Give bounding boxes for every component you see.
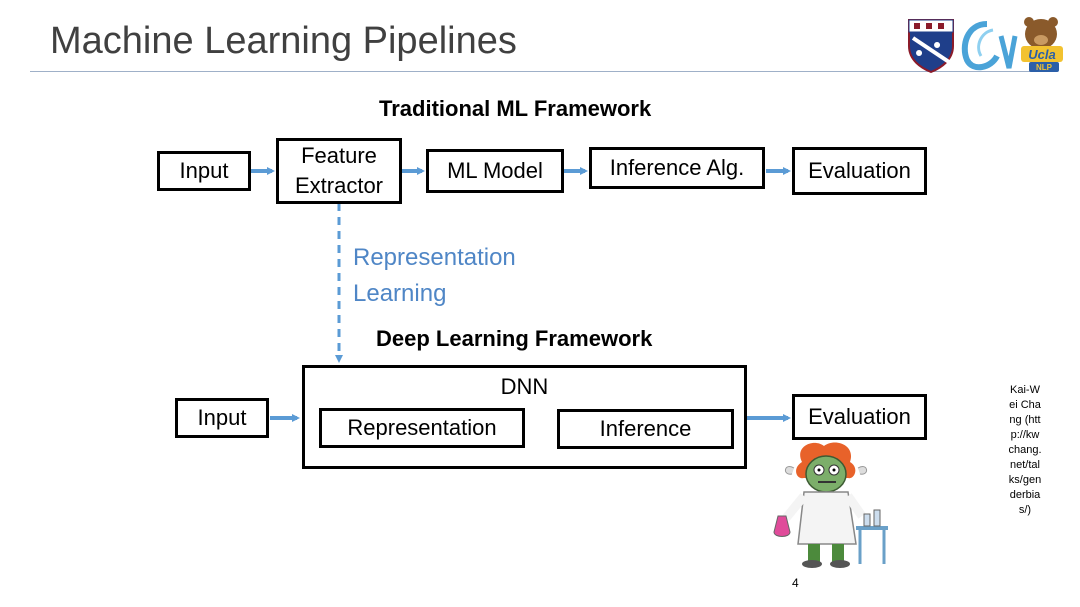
ml-model-box: ML Model: [426, 149, 564, 193]
deep-inference-box: Inference: [557, 409, 734, 449]
attribution-note: Kai-Wei Chang (http://kwchang.net/talks/…: [1008, 384, 1042, 516]
deep-input-box: Input: [175, 398, 269, 438]
feature-extractor-line1: Feature: [301, 143, 377, 169]
slide-title: Machine Learning Pipelines: [50, 20, 517, 62]
ml-model-label: ML Model: [447, 158, 543, 184]
dnn-label: DNN: [500, 374, 549, 399]
deep-evaluation-box: Evaluation: [792, 394, 927, 440]
penn-shield-logo: [908, 19, 954, 74]
institution-logos: Ucla NLP: [908, 17, 1063, 74]
feature-extractor-box: Feature Extractor: [276, 138, 402, 204]
page-number: 4: [792, 576, 799, 590]
deep-evaluation-label: Evaluation: [808, 404, 911, 430]
deep-inference-label: Inference: [599, 416, 692, 442]
inference-alg-label: Inference Alg.: [609, 155, 745, 181]
cogcomp-logo: [961, 21, 1018, 71]
svg-text:Ucla: Ucla: [1028, 47, 1055, 62]
inference-alg-box: Inference Alg.: [589, 147, 765, 189]
deep-input-label: Input: [197, 405, 247, 431]
deep-learning-heading: Deep Learning Framework: [376, 326, 653, 351]
traditional-input-label: Input: [179, 158, 229, 184]
title-divider: [30, 71, 1045, 72]
representation-box: Representation: [319, 408, 525, 448]
ucla-nlp-bear-logo: Ucla NLP: [1021, 17, 1063, 72]
representation-learning-line1: Representation: [353, 244, 516, 271]
traditional-ml-heading: Traditional ML Framework: [379, 96, 652, 121]
representation-learning-line2: Learning: [353, 280, 447, 307]
traditional-evaluation-label: Evaluation: [808, 158, 911, 184]
mad-scientist-illustration: [773, 442, 888, 568]
representation-learning-label: Representation Learning: [353, 240, 516, 312]
svg-text:NLP: NLP: [1036, 63, 1053, 72]
traditional-evaluation-box: Evaluation: [792, 147, 927, 195]
feature-extractor-line2: Extractor: [294, 173, 384, 198]
traditional-input-box: Input: [157, 151, 251, 191]
representation-label: Representation: [347, 415, 497, 441]
